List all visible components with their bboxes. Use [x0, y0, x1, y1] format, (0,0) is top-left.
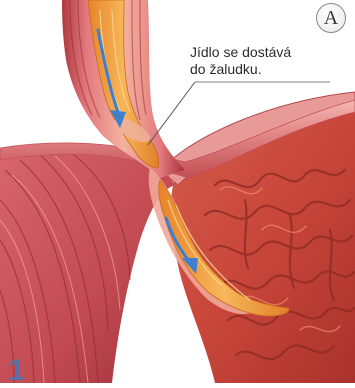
step-number: 1 [8, 356, 25, 386]
panel-label-badge: A [316, 3, 346, 33]
caption-text: Jídlo se dostává do žaludku. [190, 44, 330, 78]
